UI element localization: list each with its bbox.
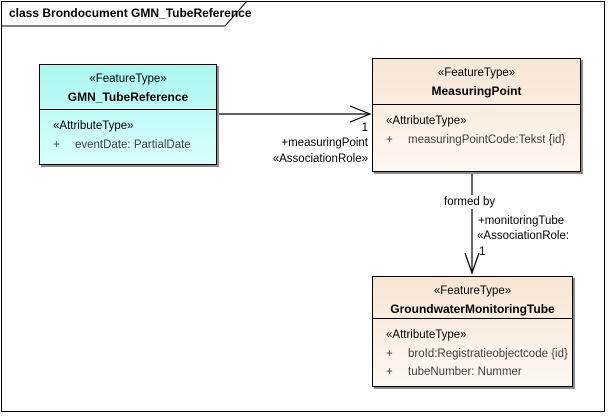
class-measuringpoint[interactable]: «FeatureType» MeasuringPoint «AttributeT…: [372, 58, 581, 172]
stereotype-label: «FeatureType»: [437, 67, 516, 79]
class-name: MeasuringPoint: [431, 84, 522, 98]
attribute-text: measuringPointCode:Tekst {id}: [408, 134, 566, 146]
class-gmn-tubereference[interactable]: «FeatureType» GMN_TubeReference «Attribu…: [39, 64, 217, 165]
attribute-row[interactable]: + tubeNumber: Nummer: [386, 364, 570, 382]
attribute-stereotype-label: «AttributeType»: [53, 120, 134, 132]
class-groundwatermonitoringtube[interactable]: «FeatureType» GroundwaterMonitoringTube …: [372, 276, 573, 387]
stereotype-label: «FeatureType»: [89, 73, 167, 85]
diagram-frame: [1, 1, 605, 412]
attribute-row[interactable]: + broId:Registratieobjectcode {id}: [386, 346, 570, 364]
class-header: «FeatureType» GMN_TubeReference: [40, 65, 216, 110]
attributes-compartment: «AttributeType» + broId:Registratieobjec…: [373, 319, 572, 381]
title-tab-outline: [1, 0, 248, 27]
visibility-marker: +: [386, 348, 393, 360]
stereotype-label: «FeatureType»: [433, 285, 512, 297]
association-multiplicity: 1: [361, 122, 368, 134]
attribute-stereotype-label: «AttributeType»: [386, 115, 467, 127]
diagram-title: class Brondocument GMN_TubeReference: [9, 6, 252, 20]
attribute-text: broId:Registratieobjectcode {id}: [408, 348, 568, 360]
class-header: «FeatureType» MeasuringPoint: [373, 59, 580, 105]
attribute-text: eventDate: PartialDate: [75, 139, 191, 151]
attribute-text: tubeNumber: Nummer: [408, 365, 522, 378]
open-arrowhead-right-icon: [349, 105, 372, 123]
association-role: +monitoringTube: [478, 215, 565, 227]
attribute-row[interactable]: + measuringPointCode:Tekst {id}: [386, 132, 578, 150]
visibility-marker: +: [53, 139, 60, 151]
association-stereotype: «AssociationRole»: [272, 153, 368, 165]
association-multiplicity: 1: [479, 246, 486, 258]
attribute-stereotype-label: «AttributeType»: [386, 329, 467, 341]
association-name: formed by: [441, 195, 499, 209]
class-name: GMN_TubeReference: [67, 90, 189, 104]
association-monitoringtube[interactable]: [464, 173, 480, 275]
visibility-marker: +: [386, 134, 393, 146]
attribute-row[interactable]: + eventDate: PartialDate: [53, 137, 214, 155]
open-arrowhead-down-icon: [464, 252, 480, 275]
class-header: «FeatureType» GroundwaterMonitoringTube: [373, 277, 572, 319]
association-role: +measuringPoint: [281, 137, 368, 149]
attributes-compartment: «AttributeType» + eventDate: PartialDate: [40, 110, 216, 155]
class-name: GroundwaterMonitoringTube: [390, 302, 555, 316]
visibility-marker: +: [386, 365, 393, 378]
association-stereotype: «AssociationRole:: [477, 230, 570, 242]
attributes-compartment: «AttributeType» + measuringPointCode:Tek…: [373, 105, 580, 150]
association-measuringpoint[interactable]: [217, 105, 372, 123]
